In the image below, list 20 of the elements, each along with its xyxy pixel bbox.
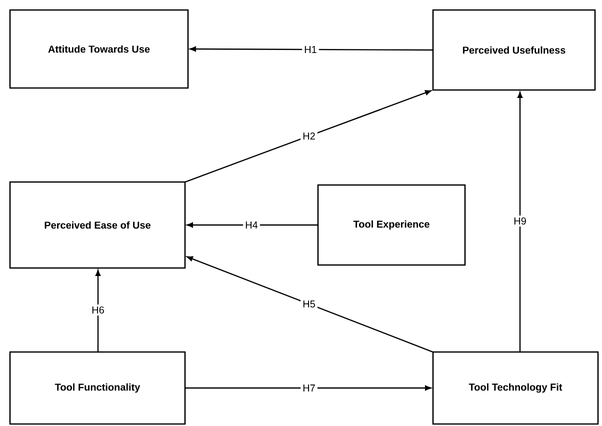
- arrow: [95, 270, 101, 352]
- arrow: [186, 222, 318, 228]
- concept-box: Perceived Ease of Use: [9, 181, 186, 269]
- arrow: [186, 256, 434, 353]
- arrow: [184, 90, 432, 183]
- arrow: [185, 385, 432, 391]
- edge-label: H2: [300, 130, 318, 142]
- edge-label: H1: [302, 44, 319, 55]
- edge-label: H9: [512, 215, 528, 227]
- concept-box: Tool Functionality: [9, 351, 186, 425]
- concept-box: Attitude Towards Use: [9, 9, 189, 89]
- edge-label: H5: [300, 298, 318, 310]
- arrow: [517, 92, 523, 352]
- concept-box: Tool Technology Fit: [432, 351, 599, 425]
- edge-label: H4: [243, 220, 260, 230]
- edge-label: H7: [300, 382, 318, 394]
- concept-box: Perceived Usefulness: [432, 9, 596, 91]
- edge-label: H6: [90, 304, 106, 316]
- arrow: [190, 46, 433, 52]
- concept-box: Tool Experience: [317, 184, 466, 266]
